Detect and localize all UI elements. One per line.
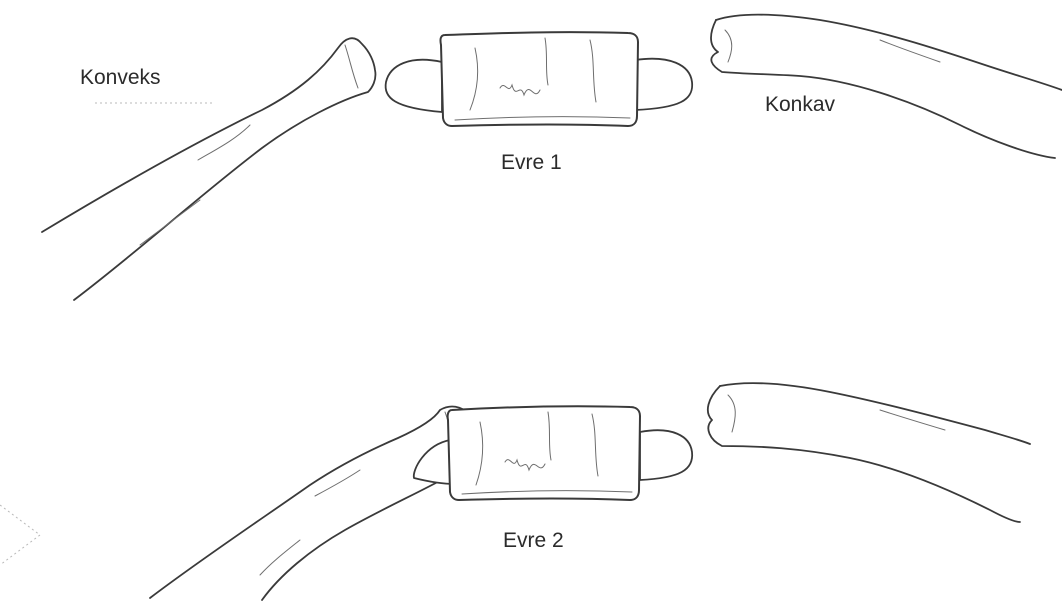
stage2-group xyxy=(0,383,1030,600)
convex-bone-stage2 xyxy=(150,407,474,600)
stage2-label: Evre 2 xyxy=(503,529,564,553)
disc-stage1 xyxy=(386,32,693,126)
concave-label: Konkav xyxy=(765,93,835,117)
disc-stage2 xyxy=(414,406,692,500)
convex-label: Konveks xyxy=(80,66,161,90)
stage1-label: Evre 1 xyxy=(501,151,562,175)
concave-bone-stage1 xyxy=(711,15,1062,158)
corner-mark xyxy=(0,505,40,565)
concave-bone-stage2 xyxy=(708,383,1030,522)
